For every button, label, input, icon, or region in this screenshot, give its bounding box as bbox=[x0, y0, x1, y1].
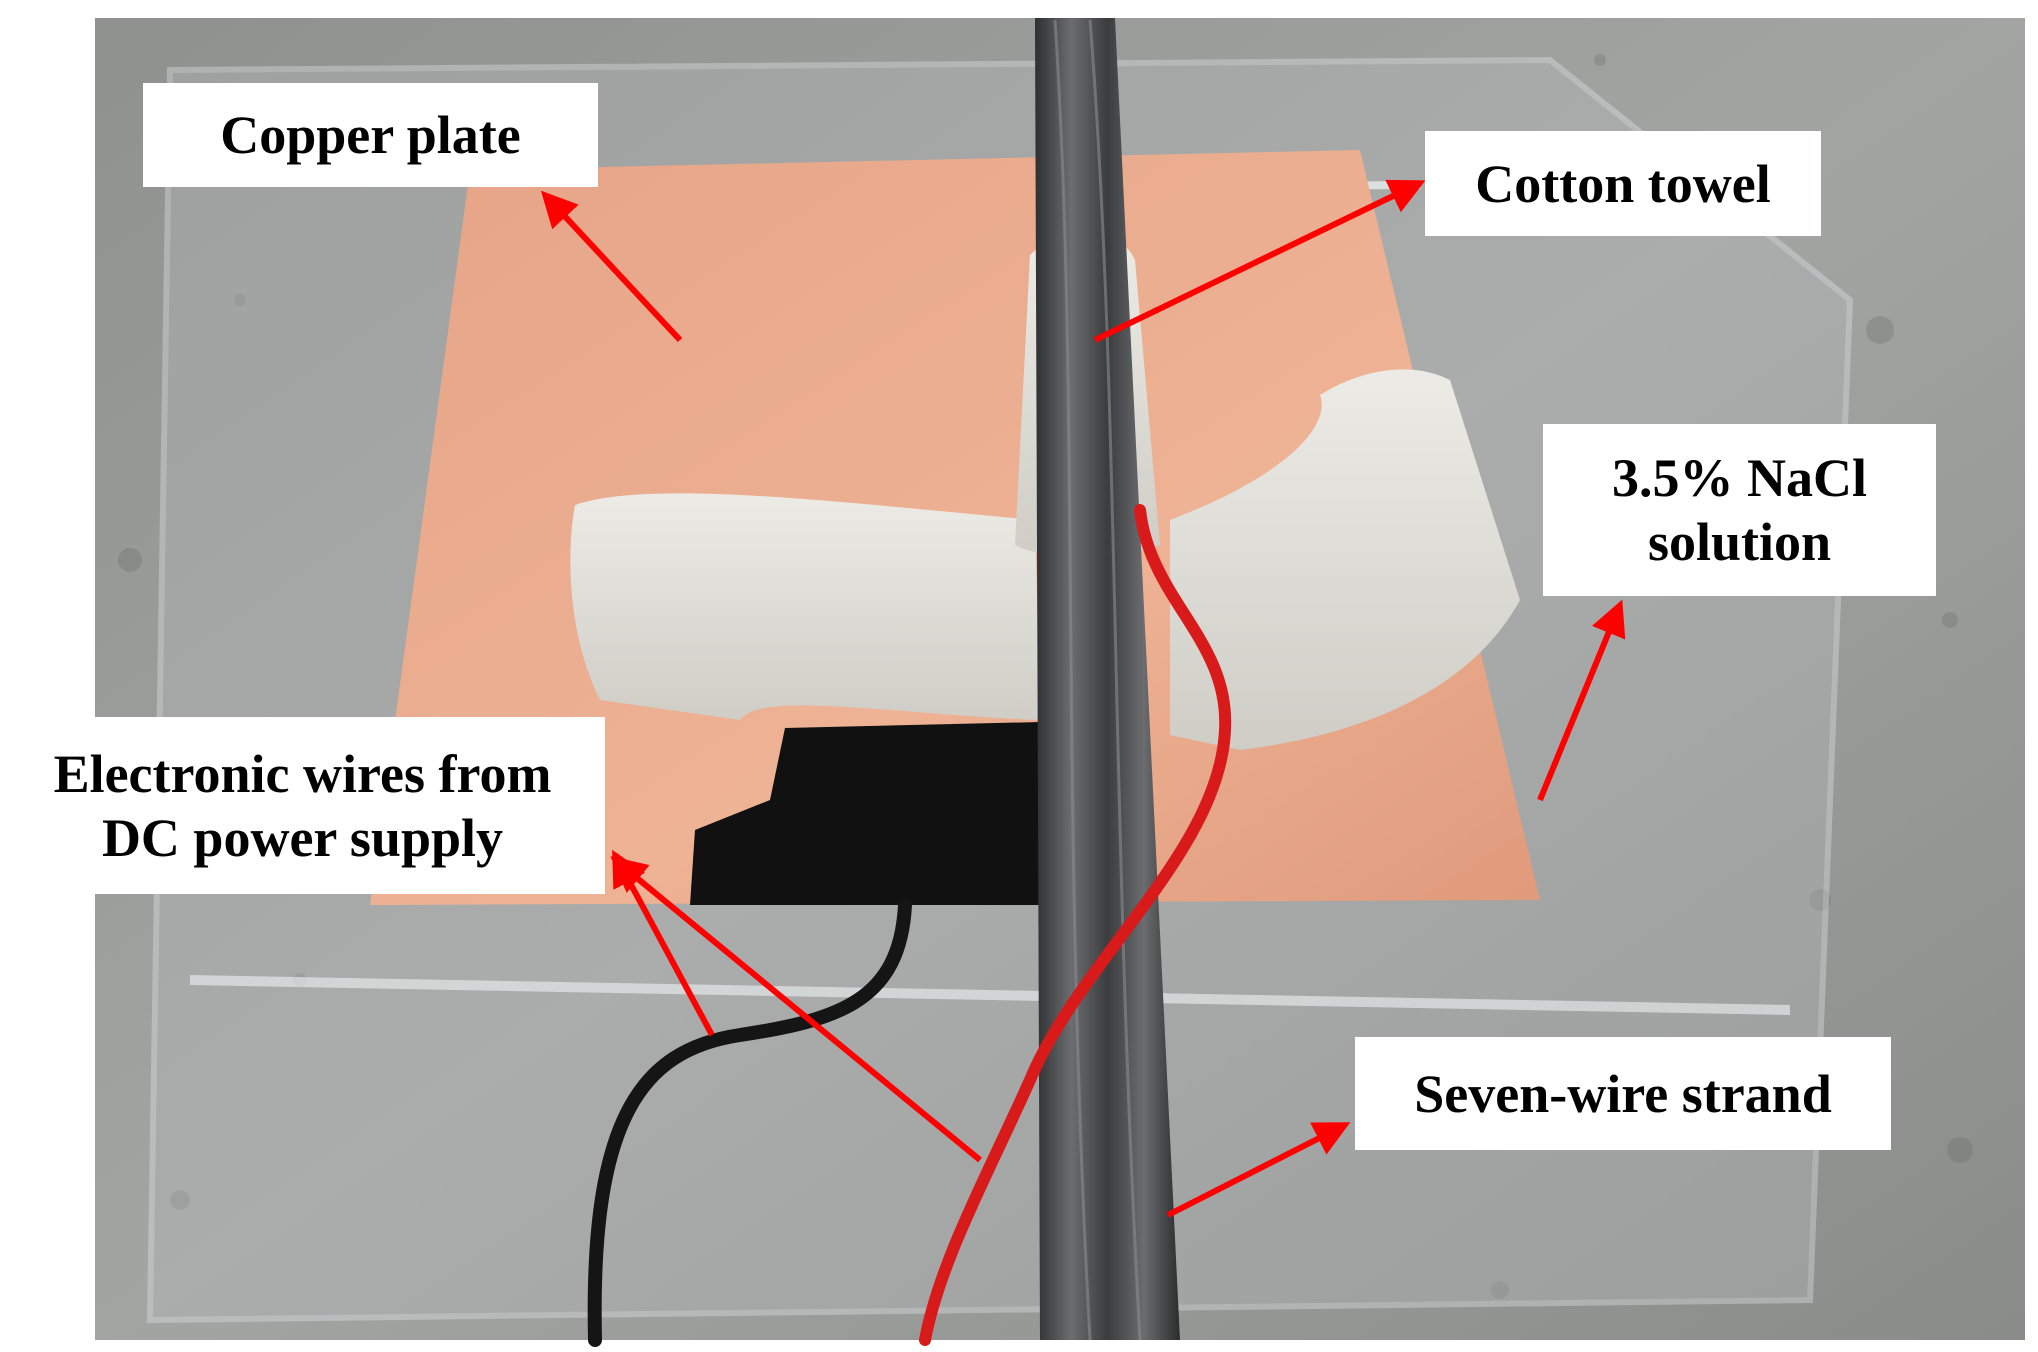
cotton-towel-left bbox=[570, 493, 1040, 720]
label-electronic-wires: Electronic wires from DC power supply bbox=[0, 717, 605, 894]
label-nacl-solution: 3.5% NaCl solution bbox=[1543, 424, 1936, 596]
arrow-copper-plate bbox=[540, 190, 683, 343]
nacl-text-line1: 3.5% NaCl bbox=[1612, 448, 1867, 508]
copper-plate-text: Copper plate bbox=[220, 105, 521, 165]
strand-text: Seven-wire strand bbox=[1414, 1063, 1832, 1124]
black-tape bbox=[690, 722, 1040, 905]
annotation-arrows bbox=[540, 179, 1626, 1218]
wires-text-line1: Electronic wires from bbox=[53, 743, 552, 804]
black-wire bbox=[587, 898, 912, 1347]
red-wire bbox=[919, 504, 1232, 1346]
arrow-cotton-towel bbox=[1093, 179, 1426, 343]
arrow-seven-wire-strand bbox=[1166, 1122, 1351, 1218]
nacl-text-line2: solution bbox=[1647, 512, 1832, 572]
label-seven-wire-strand: Seven-wire strand bbox=[1355, 1037, 1891, 1150]
arrow-nacl-solution bbox=[1537, 599, 1626, 802]
wires-text-line2: DC power supply bbox=[101, 807, 504, 868]
label-cotton-towel: Cotton towel bbox=[1425, 131, 1821, 236]
cotton-towel-text: Cotton towel bbox=[1475, 153, 1771, 214]
cotton-towel-right bbox=[1170, 369, 1520, 750]
arrow-red-wire bbox=[610, 856, 982, 1163]
label-copper-plate: Copper plate bbox=[143, 83, 598, 187]
floor-texture bbox=[118, 54, 1973, 1299]
